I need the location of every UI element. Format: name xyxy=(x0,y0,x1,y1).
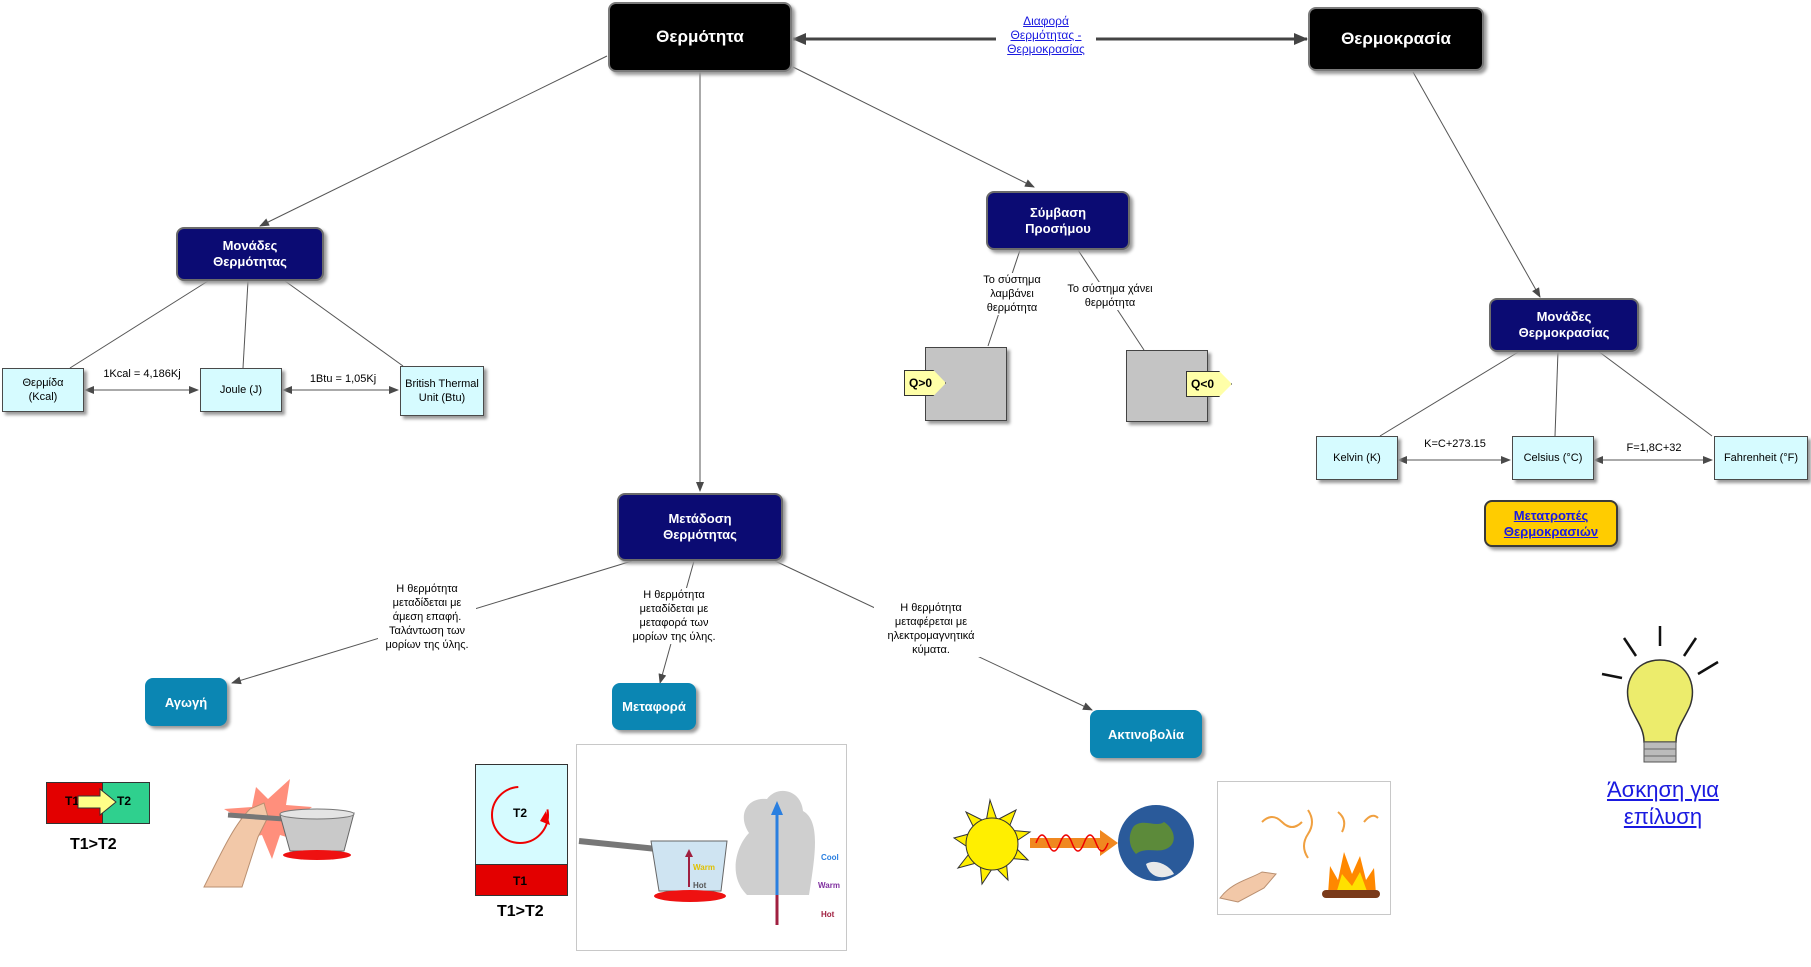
kelvin-label: Kelvin (K) xyxy=(1333,452,1381,464)
joule-label: Joule (J) xyxy=(219,384,263,396)
temperature-node: Θερμοκρασία xyxy=(1308,7,1484,71)
conduction-node: Αγωγή xyxy=(145,678,227,726)
heat-node-label: Θερμότητα xyxy=(656,27,744,46)
lightbulb-icon xyxy=(1601,626,1719,763)
radiation-fire-image xyxy=(1217,781,1391,915)
conversions-button[interactable]: Μετατροπές Θερμοκρασιών xyxy=(1484,500,1618,547)
sun-earth-illustration xyxy=(952,798,1194,886)
pot-and-smoke-illustration xyxy=(578,790,815,925)
kelvin-celsius-label: K=C+273.15 xyxy=(1410,437,1500,451)
convection-container: T2 T1 xyxy=(475,764,568,896)
hand-pan-illustration xyxy=(203,779,355,888)
calorie-label: Θερμίδα (Kcal) xyxy=(22,377,64,403)
convection-node: Μεταφορά xyxy=(612,683,696,730)
fahrenheit-label: Fahrenheit (°F) xyxy=(1723,452,1799,464)
radiation-desc-label: Η θερμότητα μεταφέρεται με ηλεκτρομαγνητ… xyxy=(874,601,988,657)
radiation-node: Ακτινοβολία xyxy=(1090,710,1202,758)
heat-flow-arrow-icon xyxy=(77,787,117,817)
kelvin-node: Kelvin (K) xyxy=(1316,436,1398,480)
convection-desc-label: Η θερμότητα μεταδίδεται με μεταφορά των … xyxy=(624,588,724,644)
heat-node: Θερμότητα xyxy=(608,2,792,72)
joule-node: Joule (J) xyxy=(200,368,282,412)
exercise-link[interactable]: Άσκηση για επίλυση xyxy=(1606,777,1720,829)
fahrenheit-celsius-label: F=1,8C+32 xyxy=(1612,441,1696,455)
smoke-warm-label: Warm xyxy=(818,881,840,890)
smoke-cool-label: Cool xyxy=(821,853,839,862)
fahrenheit-node: Fahrenheit (°F) xyxy=(1714,436,1808,480)
celsius-node: Celsius (°C) xyxy=(1512,436,1594,480)
smoke-hot-label: Hot xyxy=(821,910,835,919)
hand-fire-illustration xyxy=(1219,809,1380,903)
exercise-link-box[interactable]: Άσκηση για επίλυση xyxy=(1596,776,1730,830)
radiation-label: Ακτινοβολία xyxy=(1108,726,1184,742)
t2-block-label: T2 xyxy=(117,794,132,808)
conversions-link[interactable]: Μετατροπές Θερμοκρασιών xyxy=(1503,507,1599,539)
difference-link[interactable]: Διαφορά Θερμότητας - Θερμοκρασίας xyxy=(1007,14,1085,56)
sun-icon xyxy=(952,798,1032,886)
pot-warm-label: Warm xyxy=(693,863,715,872)
convection-t2-label: T2 xyxy=(513,806,528,820)
circulation-arrow-icon xyxy=(491,786,550,844)
heat-transfer-node: Μετάδοση Θερμότητας xyxy=(617,493,783,561)
celsius-label: Celsius (°C) xyxy=(1523,452,1583,464)
btu-node: British Thermal Unit (Btu) xyxy=(400,366,484,416)
loses-heat-label: Το σύστημα χάνει θερμότητα xyxy=(1056,282,1164,310)
heat-units-label: Μονάδες Θερμότητας xyxy=(213,238,287,269)
earth-icon xyxy=(1118,805,1194,881)
convection-t1-label: T1 xyxy=(513,874,528,888)
temperature-units-node: Μονάδες Θερμοκρασίας xyxy=(1489,298,1639,352)
btu-kj-label: 1Btu = 1,05Kj xyxy=(300,372,386,386)
convection-t1-gt-t2: T1>T2 xyxy=(497,903,544,920)
calorie-node: Θερμίδα (Kcal) xyxy=(2,368,84,412)
convection-heat-base: T1 xyxy=(476,864,567,895)
heat-transfer-label: Μετάδοση Θερμότητας xyxy=(663,511,737,542)
t1-block-label: T1 xyxy=(65,794,80,808)
conduction-desc-label: Η θερμότητα μεταδίδεται με άμεση επαφή. … xyxy=(378,582,476,652)
sign-convention-label: Σύμβαση Προσήμου xyxy=(1025,204,1091,236)
temperature-units-label: Μονάδες Θερμοκρασίας xyxy=(1518,309,1610,340)
difference-link-box[interactable]: Διαφορά Θερμότητας - Θερμοκρασίας xyxy=(996,14,1096,56)
conduction-t1-gt-t2: T1>T2 xyxy=(70,836,117,853)
conduction-pan-image xyxy=(194,739,392,889)
kcal-kj-label: 1Kcal = 4,186Kj xyxy=(96,367,188,381)
btu-label: British Thermal Unit (Btu) xyxy=(405,378,479,404)
pot-hot-label: Hot xyxy=(693,881,707,890)
receives-heat-label: Το σύστημα λαμβάνει θερμότητα xyxy=(972,273,1052,315)
convection-image: Warm Hot Cool Warm Hot xyxy=(576,744,847,951)
sign-convention-node: Σύμβαση Προσήμου xyxy=(986,191,1130,250)
convection-label: Μεταφορά xyxy=(622,699,686,714)
heat-units-node: Μονάδες Θερμότητας xyxy=(176,227,324,281)
temperature-node-label: Θερμοκρασία xyxy=(1341,29,1451,48)
conduction-label: Αγωγή xyxy=(164,694,208,710)
